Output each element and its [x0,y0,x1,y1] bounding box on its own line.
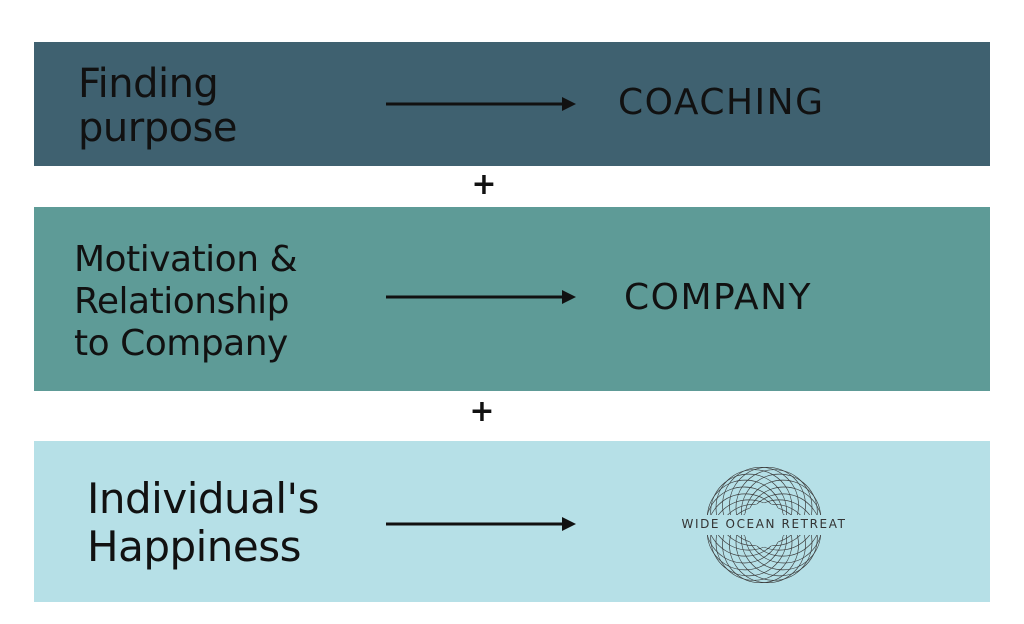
mandala-ring [710,473,788,551]
logo-text-backdrop [644,515,884,535]
row-individual-happiness: Individual's Happiness WIDE OCEAN RETREA… [34,441,990,602]
plus-operator: + [469,394,495,429]
mandala-ring [740,473,818,551]
logo-text: WIDE OCEAN RETREAT [681,517,847,531]
row-right-label: COMPANY [624,277,812,318]
wide-ocean-retreat-logo: WIDE OCEAN RETREAT [644,463,884,587]
row-left-label: Finding purpose [78,61,238,151]
row-motivation: Motivation & Relationship to Company COM… [34,207,990,391]
mandala-ring [735,469,813,547]
right-arrow-icon [386,517,576,531]
row-left-label: Individual's Happiness [87,474,319,571]
row-finding-purpose: Finding purpose COACHING [34,42,990,166]
plus-operator: + [471,167,497,202]
mandala-logo-icon [644,466,884,584]
right-arrow-icon [386,290,576,304]
row-left-label: Motivation & Relationship to Company [74,239,298,364]
right-arrow-icon [386,97,576,111]
row-right-label: COACHING [618,82,825,123]
